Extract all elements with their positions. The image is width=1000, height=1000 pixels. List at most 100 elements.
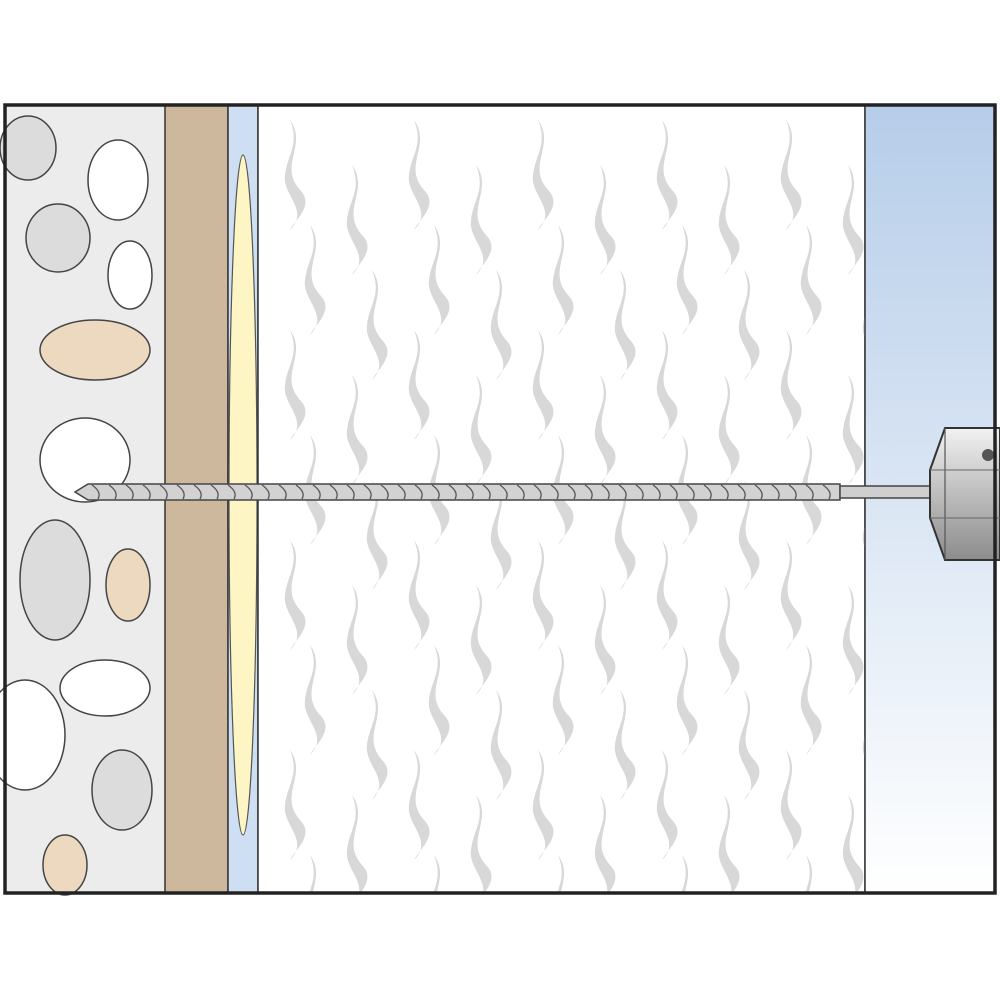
insulation-flame bbox=[552, 435, 574, 545]
insulation-flame bbox=[304, 435, 326, 545]
insulation-flame bbox=[676, 645, 698, 755]
drill-flute bbox=[108, 484, 117, 500]
drill-flute bbox=[346, 484, 355, 500]
insulation-flame bbox=[346, 795, 368, 893]
insulation-flame bbox=[842, 165, 864, 275]
insulation-flame bbox=[800, 225, 822, 335]
insulation-flame bbox=[738, 270, 760, 380]
insulation-flame bbox=[532, 330, 554, 440]
drill-flute bbox=[278, 484, 287, 500]
insulation-flame bbox=[594, 795, 616, 893]
insulation-flame bbox=[304, 645, 326, 755]
insulation-flame bbox=[780, 330, 802, 440]
drill-flute bbox=[125, 484, 134, 500]
stone bbox=[25, 203, 91, 273]
stone bbox=[107, 240, 153, 310]
insulation-flame bbox=[780, 120, 802, 230]
insulation-flame bbox=[366, 480, 388, 590]
insulation-flame bbox=[366, 270, 388, 380]
insulation-flame bbox=[490, 690, 512, 800]
drill-flute bbox=[516, 484, 525, 500]
insulation-flame bbox=[738, 690, 760, 800]
insulation-flame bbox=[738, 480, 760, 590]
drill-flute bbox=[397, 484, 406, 500]
insulation-flame bbox=[656, 120, 678, 230]
insulation-flame bbox=[470, 165, 492, 275]
drill-flute bbox=[363, 484, 372, 500]
drill-flute bbox=[584, 484, 593, 500]
drill-flute bbox=[414, 484, 423, 500]
insulation-flame bbox=[681, 855, 689, 893]
drill-flute bbox=[176, 484, 185, 500]
insulation-flame bbox=[532, 540, 554, 650]
drill-flute bbox=[210, 484, 219, 500]
drill-flute bbox=[703, 484, 712, 500]
insulation-flame bbox=[594, 165, 616, 275]
drill-flute bbox=[533, 484, 542, 500]
insulation-flame bbox=[780, 540, 802, 650]
insulation-flame bbox=[532, 120, 554, 230]
insulation-flame bbox=[428, 645, 450, 755]
insulation-flame bbox=[284, 120, 306, 230]
insulation-flame bbox=[346, 585, 368, 695]
drill-flute bbox=[754, 484, 763, 500]
drill-flute bbox=[635, 484, 644, 500]
insulation-flame bbox=[718, 795, 740, 893]
stone bbox=[91, 749, 153, 831]
insulation-flame bbox=[284, 750, 306, 860]
drill-flute bbox=[601, 484, 610, 500]
insulation-flame bbox=[428, 435, 450, 545]
frame bbox=[3, 103, 997, 895]
insulation-flame bbox=[346, 165, 368, 275]
drill-flute bbox=[788, 484, 797, 500]
stone bbox=[105, 548, 151, 622]
insulation-flame bbox=[656, 750, 678, 860]
drill-flute bbox=[193, 484, 202, 500]
insulation-flame bbox=[408, 330, 430, 440]
stone bbox=[59, 659, 151, 717]
insulation-flame bbox=[304, 225, 326, 335]
insulation-flame bbox=[842, 585, 864, 695]
drill-flute bbox=[142, 484, 151, 500]
drill-flute bbox=[159, 484, 168, 500]
stone bbox=[42, 834, 88, 896]
insulation-flame bbox=[718, 375, 740, 485]
insulation-flame bbox=[594, 585, 616, 695]
stone bbox=[39, 417, 131, 503]
insulation-flame bbox=[490, 270, 512, 380]
drill-flute bbox=[669, 484, 678, 500]
insulation-flame bbox=[842, 375, 864, 485]
drill-flute bbox=[550, 484, 559, 500]
drill-flute bbox=[312, 484, 321, 500]
insulation-flame bbox=[408, 540, 430, 650]
drill-flute bbox=[380, 484, 389, 500]
drill-flute bbox=[261, 484, 270, 500]
insulation-flame bbox=[614, 480, 636, 590]
insulation-flame bbox=[863, 900, 884, 1000]
insulation-flame bbox=[284, 330, 306, 440]
stone bbox=[87, 139, 149, 221]
insulation-flame bbox=[470, 585, 492, 695]
insulation-flame bbox=[676, 435, 698, 545]
insulation-flame bbox=[470, 795, 492, 893]
insulation-flame bbox=[552, 645, 574, 755]
insulation-flame bbox=[491, 900, 512, 1000]
drill-bit-icon bbox=[73, 483, 936, 501]
insulation-flame bbox=[490, 480, 512, 590]
insulation-flame bbox=[408, 120, 430, 230]
drill-flute bbox=[91, 484, 100, 500]
insulation-flame bbox=[594, 375, 616, 485]
insulation-flame bbox=[780, 750, 802, 860]
insulation-flame bbox=[470, 375, 492, 485]
stone bbox=[19, 519, 91, 641]
stone bbox=[0, 115, 57, 181]
insulation-flame bbox=[346, 375, 368, 485]
drill-flute bbox=[465, 484, 474, 500]
insulation-flame bbox=[614, 690, 636, 800]
insulation-flame bbox=[433, 855, 441, 893]
stone bbox=[0, 679, 66, 791]
insulation-flame bbox=[284, 540, 306, 650]
drill-flute bbox=[227, 484, 236, 500]
insulation-flame bbox=[552, 225, 574, 335]
insulation-flame bbox=[408, 750, 430, 860]
